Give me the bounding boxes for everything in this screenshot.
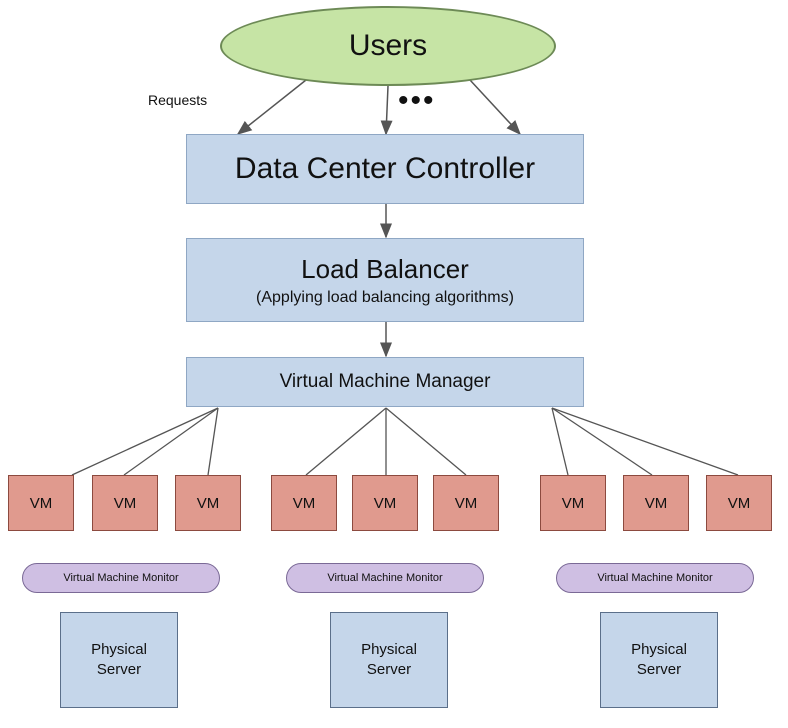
users-node: Users [220,6,556,86]
server-label-line1: Physical [361,641,417,658]
virtual-machine-monitor-node: Virtual Machine Monitor [556,563,754,593]
monitor-label: Virtual Machine Monitor [327,572,443,584]
vm-node: VM [623,475,689,531]
server-label-line2: Server [366,661,412,678]
monitor-label: Virtual Machine Monitor [597,572,713,584]
vm-label: VM [292,494,316,512]
request-arrow-right [469,79,522,136]
virtual-machine-monitor-node: Virtual Machine Monitor [286,563,484,593]
vm-node: VM [92,475,158,531]
server-label-line1: Physical [631,641,687,658]
vmm-to-vm-line [207,407,219,476]
server-label-line2: Server [96,661,142,678]
vm-node: VM [706,475,772,531]
data-center-controller-node: Data Center Controller [186,134,584,204]
physical-server-node: Physical Server [60,612,178,708]
vmm-to-vm-line [71,407,219,476]
ellipsis-label: ••• [398,84,436,117]
vm-label: VM [113,494,137,512]
vm-label: VM [561,494,585,512]
vm-label: VM [373,494,397,512]
vm-node: VM [8,475,74,531]
request-arrow-left [236,79,307,135]
physical-server-node: Physical Server [600,612,718,708]
vm-node: VM [175,475,241,531]
vm-node: VM [433,475,499,531]
server-label-line1: Physical [91,641,147,658]
load-balancer-title: Load Balancer [301,253,469,284]
vm-node: VM [271,475,337,531]
virtual-machine-manager-node: Virtual Machine Manager [186,357,584,407]
vm-node: VM [352,475,418,531]
vmm-to-vm-line [551,407,739,476]
request-arrow-center [380,85,393,136]
physical-server-node: Physical Server [330,612,448,708]
monitor-label: Virtual Machine Monitor [63,572,179,584]
vm-label: VM [196,494,220,512]
server-label-line2: Server [636,661,682,678]
vm-label: VM [727,494,751,512]
vmm-to-vm-line [551,407,653,476]
data-center-controller-label: Data Center Controller [234,152,536,185]
virtual-machine-manager-label: Virtual Machine Manager [279,371,491,392]
requests-label: Requests [148,92,208,108]
vm-node: VM [540,475,606,531]
vm-label: VM [644,494,668,512]
virtual-machine-monitor-node: Virtual Machine Monitor [22,563,220,593]
load-balancer-node: Load Balancer (Applying load balancing a… [186,238,584,322]
vm-label: VM [29,494,53,512]
load-balancer-subtitle: (Applying load balancing algorithms) [256,288,514,306]
vm-label: VM [454,494,478,512]
vmm-to-vm-line [551,407,569,476]
vmm-to-vm-line [123,407,219,476]
vmm-to-vm-line [385,407,467,476]
users-label: Users [348,29,428,62]
vmm-to-vm-line [305,407,387,476]
